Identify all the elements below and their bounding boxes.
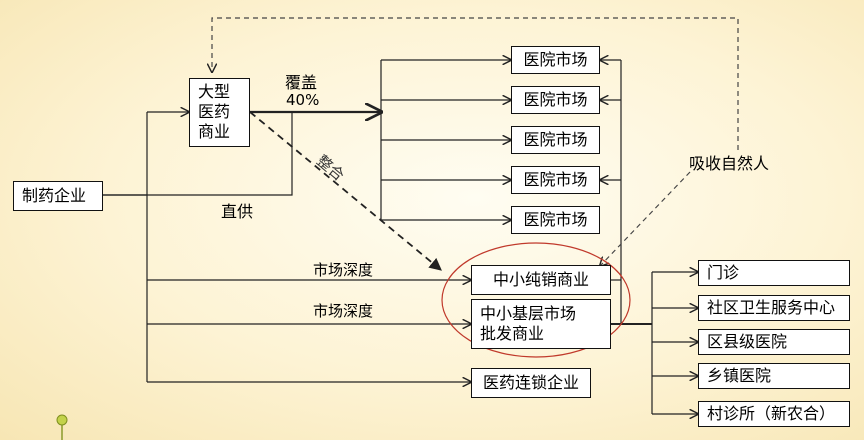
coverage-label: 覆盖 xyxy=(285,73,318,92)
absorb-label: 吸收自然人 xyxy=(689,154,770,173)
market-depth-label-1: 市场深度 xyxy=(313,261,374,279)
absorb-dashed-arrow xyxy=(600,171,691,266)
village-clinic-label: 村诊所（新农合） xyxy=(707,404,836,423)
sme-wholesale-label: 中小基层市场 批发商业 xyxy=(480,304,577,343)
large-commerce-label: 大型 医药 商业 xyxy=(198,82,231,141)
hospital-market-box-4: 医院市场 xyxy=(511,166,600,194)
hospital-market-label-1: 医院市场 xyxy=(523,50,588,69)
hospital-market-box-2: 医院市场 xyxy=(511,86,600,114)
market-depth-label-2: 市场深度 xyxy=(313,302,374,320)
feedback-dashed-line xyxy=(212,17,739,150)
manufacturer-box: 制药企业 xyxy=(13,181,103,211)
integration-dashed-arrow xyxy=(249,111,442,271)
county-hospital-box: 区县级医院 xyxy=(698,329,850,355)
coverage-pct-label: 40% xyxy=(286,91,320,109)
community-health-center-label: 社区卫生服务中心 xyxy=(707,298,836,317)
clinic-box: 门诊 xyxy=(698,260,850,286)
sme-pure-sales-label: 中小纯销商业 xyxy=(492,270,589,289)
hospital-market-box-5: 医院市场 xyxy=(511,206,600,234)
township-hospital-box: 乡镇医院 xyxy=(698,363,850,389)
sme-highlight-ellipse xyxy=(441,242,631,358)
hospital-market-box-1: 医院市场 xyxy=(511,46,600,74)
county-hospital-label: 区县级医院 xyxy=(707,332,788,351)
pharmacy-chain-box: 医药连锁企业 xyxy=(471,368,591,398)
sme-wholesale-box: 中小基层市场 批发商业 xyxy=(471,299,611,349)
hospital-market-label-3: 医院市场 xyxy=(523,130,588,149)
township-hospital-label: 乡镇医院 xyxy=(707,366,772,385)
direct-supply-line xyxy=(103,112,293,196)
pharmacy-chain-label: 医药连锁企业 xyxy=(482,373,579,392)
direct-supply-label: 直供 xyxy=(221,202,254,221)
manufacturer-label: 制药企业 xyxy=(22,186,87,205)
community-health-center-box: 社区卫生服务中心 xyxy=(698,295,850,321)
clinic-label: 门诊 xyxy=(707,263,740,282)
large-commerce-box: 大型 医药 商业 xyxy=(189,78,250,147)
hospital-market-box-3: 医院市场 xyxy=(511,126,600,154)
hospital-market-label-2: 医院市场 xyxy=(523,90,588,109)
decor-dot xyxy=(56,414,68,426)
hospital-market-label-5: 医院市场 xyxy=(523,210,588,229)
sme-pure-sales-box: 中小纯销商业 xyxy=(471,265,611,295)
village-clinic-box: 村诊所（新农合） xyxy=(698,401,850,427)
hospital-market-label-4: 医院市场 xyxy=(523,170,588,189)
